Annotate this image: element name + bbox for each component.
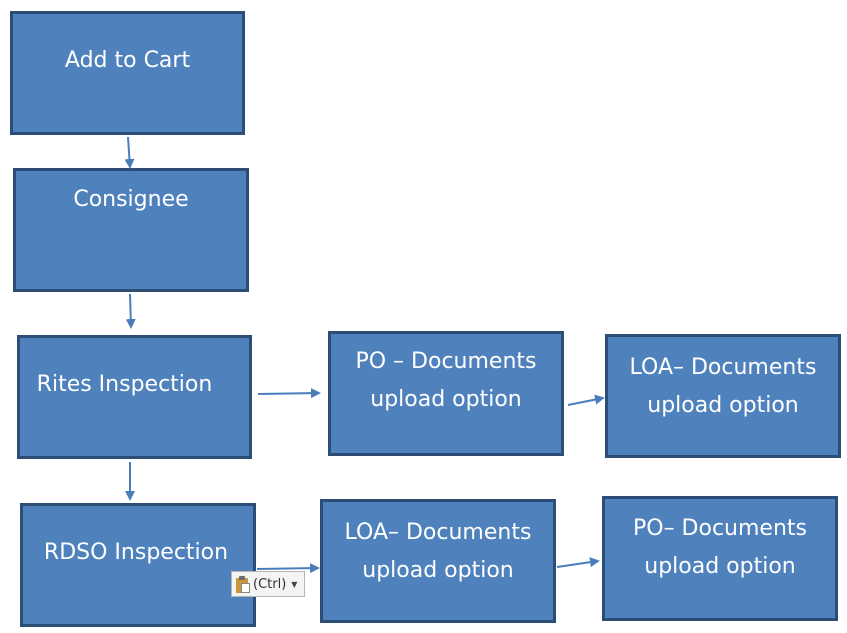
- arrow-rdso-to-loa-docs: [256, 563, 320, 574]
- node-label-line2: upload option: [370, 387, 522, 412]
- node-label-line1: PO – Documents: [355, 349, 537, 374]
- node-po-documents-2: PO– Documents upload option: [602, 496, 838, 621]
- node-rdso-inspection: RDSO Inspection: [20, 503, 256, 627]
- node-label-line2: upload option: [647, 393, 799, 418]
- arrow-consignee-to-rites: [125, 293, 136, 329]
- node-consignee: Consignee: [13, 168, 249, 292]
- node-label: Consignee: [73, 187, 189, 212]
- arrow-rites-to-po-docs: [257, 388, 321, 399]
- node-label: Rites Inspection: [36, 372, 213, 397]
- node-label: RDSO Inspection: [43, 540, 229, 565]
- node-label-line1: LOA– Documents: [344, 520, 532, 545]
- node-loa-documents-1: LOA– Documents upload option: [605, 334, 841, 458]
- node-label-line1: PO– Documents: [632, 516, 807, 541]
- arrow-po-docs-to-loa-docs: [567, 394, 605, 406]
- chevron-down-icon: ▼: [291, 579, 298, 589]
- node-po-documents-1: PO – Documents upload option: [328, 331, 564, 456]
- clipboard-paste-icon: [236, 575, 250, 593]
- paste-options-button[interactable]: (Ctrl) ▼: [231, 571, 305, 597]
- node-label-line2: upload option: [644, 554, 796, 579]
- node-label-line1: LOA– Documents: [629, 355, 817, 380]
- paste-options-label: (Ctrl): [253, 576, 287, 592]
- arrow-add-to-cart-to-consignee: [124, 136, 135, 169]
- node-add-to-cart: Add to Cart: [10, 11, 245, 135]
- node-label: Add to Cart: [64, 48, 191, 73]
- node-rites-inspection: Rites Inspection: [17, 335, 252, 459]
- node-loa-documents-2: LOA– Documents upload option: [320, 499, 556, 623]
- node-label-line2: upload option: [362, 558, 514, 583]
- arrow-loa-docs-to-po-docs: [556, 557, 600, 568]
